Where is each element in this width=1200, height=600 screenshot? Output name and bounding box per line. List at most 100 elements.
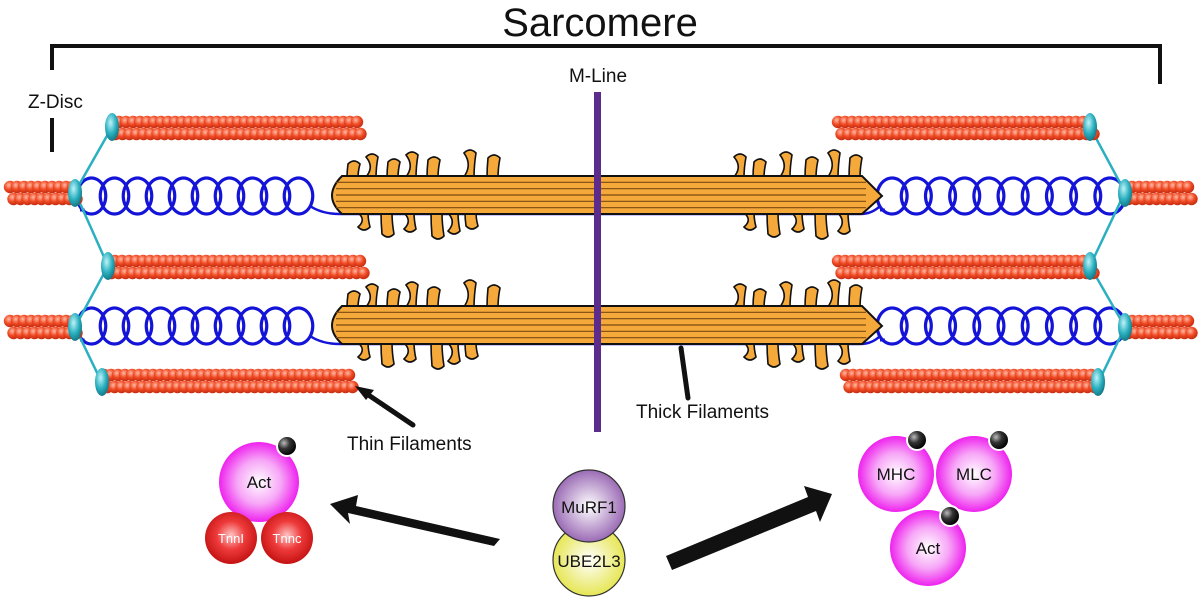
m-line-label: M-Line bbox=[569, 66, 627, 87]
myosin-head bbox=[363, 153, 379, 179]
z-disc-node bbox=[101, 252, 115, 280]
sarcomere-bracket bbox=[50, 44, 1162, 152]
myosin-head bbox=[386, 158, 401, 179]
myosin-head bbox=[752, 158, 767, 179]
left-protein-group: Act TnnI Tnnc bbox=[205, 435, 313, 564]
myosin-head bbox=[444, 341, 461, 365]
actin-filament bbox=[831, 254, 1100, 280]
z-disc-node bbox=[1118, 179, 1132, 207]
tnni-protein bbox=[205, 512, 257, 564]
act-protein-right bbox=[890, 510, 966, 586]
myosin-head bbox=[777, 281, 793, 309]
z-disc-node bbox=[105, 113, 119, 141]
titin-spring bbox=[75, 306, 315, 346]
arrow-right bbox=[666, 486, 832, 570]
z-disc-label: Z-Disc bbox=[28, 92, 83, 113]
tnnc-protein bbox=[261, 512, 313, 564]
myosin-head bbox=[777, 151, 793, 179]
titin-spring bbox=[875, 306, 1127, 346]
myosin-head bbox=[804, 286, 819, 309]
murf1-label: MuRF1 bbox=[561, 498, 617, 517]
myosin-head bbox=[731, 283, 747, 309]
z-disc-node bbox=[1118, 313, 1132, 341]
myosin-head bbox=[752, 288, 767, 309]
tnnc-label: Tnnc bbox=[273, 531, 302, 546]
myosin-head bbox=[403, 151, 419, 179]
z-disc-nodes bbox=[68, 113, 1132, 396]
myosin-head bbox=[486, 284, 501, 309]
mhc-protein bbox=[858, 436, 934, 512]
ubiquitin-icon bbox=[988, 429, 1010, 451]
myosin-head bbox=[464, 341, 479, 360]
actin-filament bbox=[105, 115, 367, 141]
myosin-head bbox=[848, 154, 863, 179]
actin-filament bbox=[1118, 314, 1198, 340]
myosin-head bbox=[814, 211, 829, 240]
myosin-head bbox=[825, 149, 841, 179]
myosin-head bbox=[380, 211, 395, 238]
ubiquitin-icon bbox=[939, 505, 961, 527]
label-pointers bbox=[355, 345, 691, 428]
thick-filaments bbox=[331, 149, 884, 370]
myosin-head bbox=[426, 156, 441, 179]
mhc-label: MHC bbox=[877, 465, 916, 484]
myosin-head bbox=[461, 279, 477, 309]
myosin-head bbox=[380, 341, 395, 368]
myosin-head bbox=[766, 211, 781, 238]
z-disc-node bbox=[68, 313, 82, 341]
myosin-head bbox=[788, 341, 805, 363]
myosin-head bbox=[814, 341, 829, 370]
mlc-label: MLC bbox=[956, 465, 992, 484]
myosin-head bbox=[346, 160, 361, 179]
act-protein-left bbox=[219, 442, 299, 522]
myosin-head bbox=[386, 288, 401, 309]
z-disc-node bbox=[68, 179, 82, 207]
myosin-head bbox=[461, 149, 477, 179]
titin-spring bbox=[875, 176, 1127, 216]
ubiquitin-icon bbox=[276, 435, 298, 457]
thick-filament-top bbox=[331, 149, 884, 240]
thin-filaments bbox=[3, 115, 1198, 394]
ubiquitin-icon bbox=[906, 429, 928, 451]
myosin-head bbox=[788, 211, 805, 233]
myosin-head bbox=[403, 281, 419, 309]
z-disc-node bbox=[1091, 368, 1105, 396]
z-disc-node bbox=[1083, 252, 1097, 280]
murf1-protein bbox=[552, 469, 626, 543]
m-line bbox=[594, 92, 601, 432]
myosin-head bbox=[400, 341, 417, 363]
right-protein-group: MHC MLC Act bbox=[858, 429, 1012, 586]
myosin-head bbox=[834, 341, 851, 365]
myosin-head bbox=[400, 211, 417, 233]
z-disc-node bbox=[95, 368, 109, 396]
myosin-head bbox=[740, 211, 757, 231]
actin-filament bbox=[839, 368, 1101, 394]
myosin-head bbox=[430, 341, 445, 370]
actin-filament bbox=[97, 368, 359, 394]
myosin-head bbox=[464, 211, 479, 230]
titin-spring bbox=[75, 176, 315, 216]
actin-filament bbox=[3, 314, 83, 340]
myosin-head bbox=[354, 211, 371, 231]
myosin-head bbox=[834, 211, 851, 235]
myosin-head bbox=[825, 279, 841, 309]
myosin-head bbox=[766, 341, 781, 368]
mlc-protein bbox=[936, 436, 1012, 512]
degradation-arrows bbox=[330, 486, 832, 570]
act-label-left: Act bbox=[247, 473, 272, 492]
actin-filament bbox=[101, 254, 370, 280]
myosin-head bbox=[848, 284, 863, 309]
myosin-head bbox=[740, 341, 757, 361]
arrow-left bbox=[330, 495, 500, 546]
myosin-head bbox=[444, 211, 461, 235]
murf1-ube2l3-complex: UBE2L3 MuRF1 bbox=[552, 469, 626, 597]
thick-filaments-label: Thick Filaments bbox=[636, 402, 769, 423]
z-disc-node bbox=[1083, 113, 1097, 141]
myosin-head bbox=[354, 341, 371, 361]
myosin-head bbox=[430, 211, 445, 240]
myosin-head bbox=[346, 290, 361, 309]
actin-filament bbox=[831, 115, 1100, 141]
myosin-head bbox=[804, 156, 819, 179]
myosin-head bbox=[363, 283, 379, 309]
